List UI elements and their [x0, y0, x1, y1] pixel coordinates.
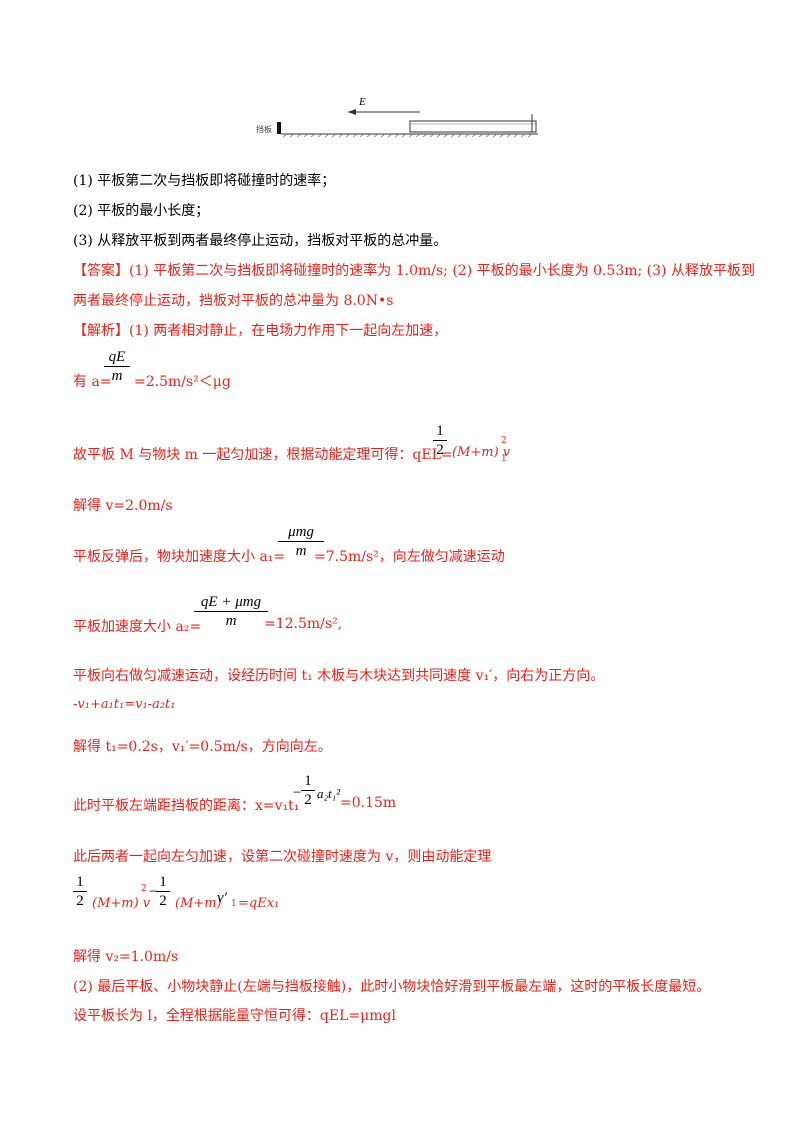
fraction-bar — [278, 541, 324, 542]
v-superscript: 2 — [501, 436, 507, 446]
a2-denominator: m — [225, 613, 237, 629]
equation-t1: -v₁+a₁t₁=v₁-a₂t₁ — [73, 697, 176, 712]
minus-sign: − — [293, 785, 302, 801]
answer-line-2: 两者最终停止运动，挡板对平板的总冲量为 8.0N•s — [73, 293, 394, 309]
physics-diagram: E 挡板 — [256, 96, 538, 138]
a1-prefix: 平板反弹后，物块加速度大小 a₁= — [73, 549, 286, 565]
solve-v2: 解得 v₂=1.0m/s — [73, 949, 179, 965]
fraction-bar — [73, 891, 87, 892]
half-fraction-2: 1 2 — [301, 772, 315, 809]
fraction-bar — [156, 891, 170, 892]
fraction-bar — [433, 440, 447, 441]
fraction-bar — [104, 366, 130, 367]
accel-prefix: 有 a= — [73, 374, 112, 390]
a2-suffix: =12.5m/s², — [264, 616, 343, 632]
half-denominator: 2 — [436, 442, 444, 458]
half-numerator: 1 — [304, 773, 312, 789]
a2-fraction: qE + μmg m — [194, 593, 268, 630]
energy2-tail: (M+m) — [175, 896, 222, 911]
energy-tail: (M+m) v — [452, 445, 511, 460]
solve-t1: 解得 t₁=0.2s，v₁′=0.5m/s，方向向左。 — [73, 739, 332, 755]
half-numerator: 1 — [436, 423, 444, 439]
fraction-bar — [301, 790, 315, 791]
distance-suffix: =0.15m — [340, 795, 397, 811]
energy2-end: =qEx₁ — [238, 896, 280, 911]
minus-sign-2: − — [149, 884, 158, 900]
v-superscript-2: 2 — [141, 884, 147, 894]
question-3: (3) 从释放平板到两者最终停止运动，挡板对平板的总冲量。 — [73, 233, 448, 249]
part2-line-2: 设平板长为 l，全程根据能量守恒可得：qEL=μmgl — [73, 1008, 396, 1024]
fraction-bar — [194, 611, 268, 612]
a2-numerator: qE + μmg — [200, 594, 262, 610]
half-numerator: 1 — [159, 874, 167, 890]
a2-t1-squared: a₂t₁² — [317, 786, 341, 801]
a1-numerator: μmg — [288, 524, 314, 540]
half-denominator: 2 — [159, 893, 167, 909]
distance-prefix: 此时平板左端距挡板的距离：x=v₁t₁ — [73, 798, 300, 814]
half-numerator: 1 — [76, 874, 84, 890]
v1-subscript: 1 — [231, 899, 237, 909]
analysis-intro: 【解析】(1) 两者相对静止，在电场力作用下一起向左加速， — [73, 323, 448, 339]
accel-denominator: m — [111, 368, 123, 384]
solve-v: 解得 v=2.0m/s — [73, 498, 173, 514]
accel-numerator: qE — [108, 349, 126, 365]
v1-prime: v′ — [217, 890, 227, 906]
a1-denominator: m — [295, 543, 307, 559]
second-collision-text: 此后两者一起向左匀加速，设第二次碰撞时速度为 v，则由动能定理 — [73, 849, 492, 865]
question-1: (1) 平板第二次与挡板即将碰撞时的速率； — [73, 173, 336, 189]
half-denominator: 2 — [76, 893, 84, 909]
v-subscript: 1 — [501, 454, 507, 464]
accel-fraction: qE m — [104, 348, 130, 385]
half-fraction-3: 1 2 — [73, 873, 87, 910]
answer-line-1: 【答案】(1) 平板第二次与挡板即将碰撞时的速率为 1.0m/s; (2) 平板… — [73, 263, 755, 279]
half-denominator: 2 — [304, 792, 312, 808]
a1-suffix: =7.5m/s²，向左做匀减速运动 — [314, 549, 505, 565]
stopper-label: 挡板 — [256, 124, 272, 134]
half-fraction-4: 1 2 — [156, 873, 170, 910]
common-velocity-text: 平板向右做匀减速运动，设经历时间 t₁ 木板与木块达到共同速度 v₁′，向右为正… — [73, 668, 605, 684]
question-2: (2) 平板的最小长度； — [73, 203, 210, 219]
accel-suffix: =2.5m/s²＜μg — [134, 374, 231, 390]
a2-prefix: 平板加速度大小 a₂= — [73, 619, 202, 635]
a1-fraction: μmg m — [278, 523, 324, 560]
half-fraction: 1 2 — [433, 422, 447, 459]
energy2-mid: (M+m) v — [92, 896, 151, 911]
energy-theorem-text: 故平板 M 与物块 m 一起匀加速，根据动能定理可得：qEL= — [73, 447, 453, 463]
svg-text:E: E — [358, 96, 366, 108]
part2-line-1: (2) 最后平板、小物块静止(左端与挡板接触)，此时小物块恰好滑到平板最左端，这… — [73, 979, 711, 995]
